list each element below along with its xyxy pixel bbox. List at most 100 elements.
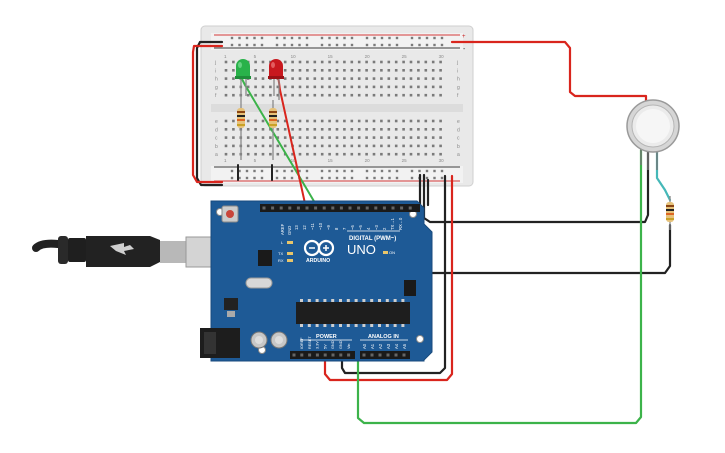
hole [357, 152, 361, 156]
rail-hole [275, 169, 279, 173]
hole [298, 136, 302, 139]
rail-hole [283, 43, 286, 47]
hole [335, 144, 339, 148]
hole [439, 85, 442, 89]
hole [320, 144, 324, 148]
hole [402, 128, 405, 131]
hole [269, 136, 272, 139]
hole [424, 85, 428, 89]
rail-hole [380, 36, 384, 40]
rail-hole [305, 43, 309, 47]
ic-pin [393, 299, 397, 302]
column-label: 10 [291, 54, 297, 59]
ic-pin [362, 299, 366, 302]
hole [387, 119, 391, 123]
hole [232, 128, 235, 131]
hole [283, 144, 287, 148]
hole [372, 128, 376, 131]
hole [387, 85, 391, 89]
hole [417, 69, 420, 72]
resistor-3[interactable] [666, 196, 674, 230]
digital-pin-label: ~9 [326, 225, 331, 230]
ic-pin [300, 324, 303, 327]
hole [291, 119, 294, 123]
column-label: 30 [439, 158, 445, 163]
hole [283, 77, 287, 80]
rail-hole [298, 169, 301, 173]
hole [328, 128, 331, 131]
hole [224, 93, 228, 97]
hole [335, 60, 339, 64]
hole [254, 136, 257, 139]
rail-hole [328, 176, 331, 180]
ic-pin [315, 324, 319, 327]
hole [283, 93, 287, 97]
header-pin [296, 206, 300, 210]
rail-hole [373, 36, 376, 40]
rail-hole [290, 176, 294, 180]
ic-pin [362, 324, 366, 327]
hole [320, 77, 324, 80]
row-label: h [215, 77, 218, 83]
rail-hole [425, 176, 429, 180]
hole [357, 93, 361, 97]
hole [224, 128, 228, 131]
rail-hole [238, 43, 241, 47]
hole [402, 69, 405, 72]
rail-hole [320, 43, 324, 47]
ic-pin [300, 299, 303, 302]
hole [254, 85, 257, 89]
hole [380, 136, 383, 139]
led-green[interactable] [235, 59, 251, 100]
hole [439, 77, 442, 80]
hole [350, 85, 354, 89]
hole [343, 69, 346, 72]
digital-pin-label: ~6 [350, 225, 355, 230]
row-label: f [457, 93, 459, 99]
hole [320, 128, 324, 131]
hole [232, 93, 235, 97]
rail-hole [320, 36, 324, 40]
header-pin [315, 353, 319, 357]
rail-hole [350, 43, 354, 47]
hole [343, 77, 346, 80]
resistor-2[interactable] [269, 100, 277, 160]
column-label: 1 [224, 158, 227, 163]
hole [424, 69, 428, 72]
rail-hole [343, 169, 346, 173]
hole [320, 93, 324, 97]
hole [380, 60, 383, 64]
hole [283, 60, 287, 64]
analog-pin-label: A1 [370, 343, 375, 349]
tx-label: TX [278, 251, 283, 256]
hole [343, 144, 346, 148]
hole [298, 77, 302, 80]
digital-pin-label: RX←0 [398, 217, 403, 230]
hole [372, 152, 376, 156]
hole [261, 128, 265, 131]
rail-hole [395, 176, 399, 180]
row-label: e [215, 119, 218, 125]
hole [313, 93, 317, 97]
arduino-logo-icon [303, 239, 335, 257]
ic-pin [370, 299, 374, 302]
ic-pin [331, 299, 335, 302]
hole [409, 119, 413, 123]
rail-hole [440, 43, 444, 47]
hole [409, 152, 413, 156]
rail-hole [245, 169, 249, 173]
model-label: UNO [347, 242, 376, 257]
hole [269, 85, 272, 89]
hole [232, 77, 235, 80]
hole [343, 128, 346, 131]
led-red[interactable] [268, 59, 284, 100]
resistor-1[interactable] [237, 100, 245, 160]
rail-hole [380, 169, 384, 173]
gas-sensor[interactable] [626, 99, 680, 170]
hole [380, 144, 383, 148]
rail-hole [245, 36, 249, 40]
hole [402, 144, 405, 148]
